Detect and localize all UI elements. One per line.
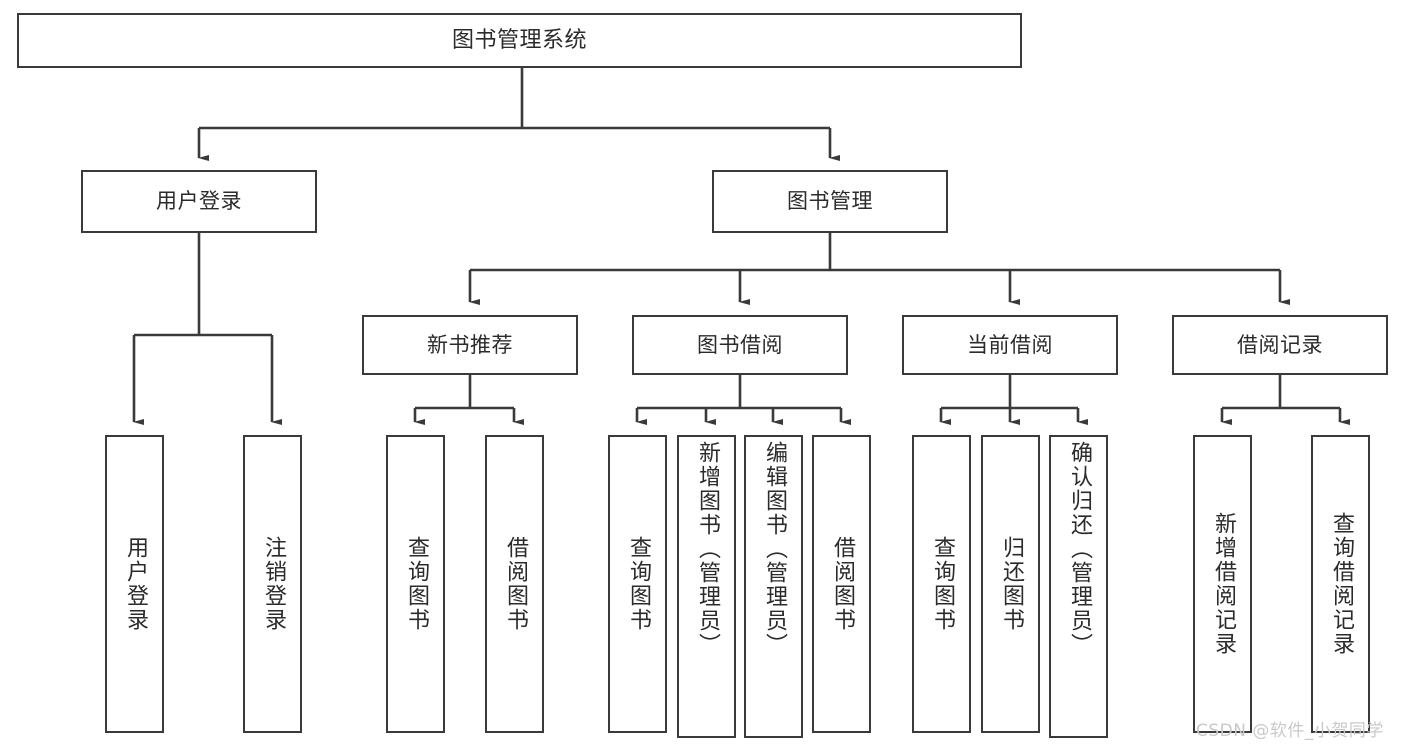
node-label: 新增图书（管理员） <box>694 441 720 657</box>
node-user-login[interactable]: 用户登录 <box>81 170 317 233</box>
node-root-library-system[interactable]: 图书管理系统 <box>17 13 1022 68</box>
node-label: 图书借阅 <box>697 332 783 357</box>
csdn-watermark: CSDN @软件_小贺同学 <box>1196 721 1384 741</box>
node-label: 用户登录 <box>122 536 148 632</box>
leaf-query-book-borrow[interactable]: 查询图书 <box>608 435 667 733</box>
node-label: 借阅图书 <box>502 536 528 632</box>
node-label: 查询图书 <box>625 536 651 632</box>
node-label: 查询图书 <box>929 536 955 632</box>
node-label: 当前借阅 <box>967 332 1053 357</box>
node-borrow-record[interactable]: 借阅记录 <box>1172 315 1388 375</box>
node-label: 新增借阅记录 <box>1210 512 1236 656</box>
node-label: 借阅图书 <box>829 536 855 632</box>
node-book-borrow[interactable]: 图书借阅 <box>632 315 848 375</box>
node-label: 编辑图书（管理员） <box>761 441 787 657</box>
leaf-query-book-current[interactable]: 查询图书 <box>912 435 971 733</box>
leaf-return-book[interactable]: 归还图书 <box>981 435 1040 733</box>
node-label: 图书管理 <box>787 189 873 214</box>
node-label: 借阅记录 <box>1237 332 1323 357</box>
leaf-confirm-return-admin[interactable]: 确认归还（管理员） <box>1049 435 1108 738</box>
node-new-book-recommend[interactable]: 新书推荐 <box>362 315 578 375</box>
node-book-management[interactable]: 图书管理 <box>712 170 948 233</box>
leaf-user-login[interactable]: 用户登录 <box>105 435 164 733</box>
node-label: 归还图书 <box>998 536 1024 632</box>
leaf-logout[interactable]: 注销登录 <box>243 435 302 733</box>
node-label: 注销登录 <box>260 536 286 632</box>
node-current-borrow[interactable]: 当前借阅 <box>902 315 1118 375</box>
node-label: 查询借阅记录 <box>1328 512 1354 656</box>
node-label: 新书推荐 <box>427 332 513 357</box>
leaf-add-borrow-record[interactable]: 新增借阅记录 <box>1193 435 1252 733</box>
leaf-edit-book-admin[interactable]: 编辑图书（管理员） <box>744 435 803 738</box>
leaf-query-borrow-record[interactable]: 查询借阅记录 <box>1311 435 1370 733</box>
node-label: 用户登录 <box>156 189 242 214</box>
leaf-borrow-book[interactable]: 借阅图书 <box>812 435 871 733</box>
node-label: 确认归还（管理员） <box>1066 441 1092 657</box>
leaf-borrow-book-recommend[interactable]: 借阅图书 <box>485 435 544 733</box>
leaf-query-book-recommend[interactable]: 查询图书 <box>386 435 445 733</box>
node-label: 查询图书 <box>403 536 429 632</box>
leaf-add-book-admin[interactable]: 新增图书（管理员） <box>677 435 736 738</box>
node-label: 图书管理系统 <box>451 27 587 53</box>
